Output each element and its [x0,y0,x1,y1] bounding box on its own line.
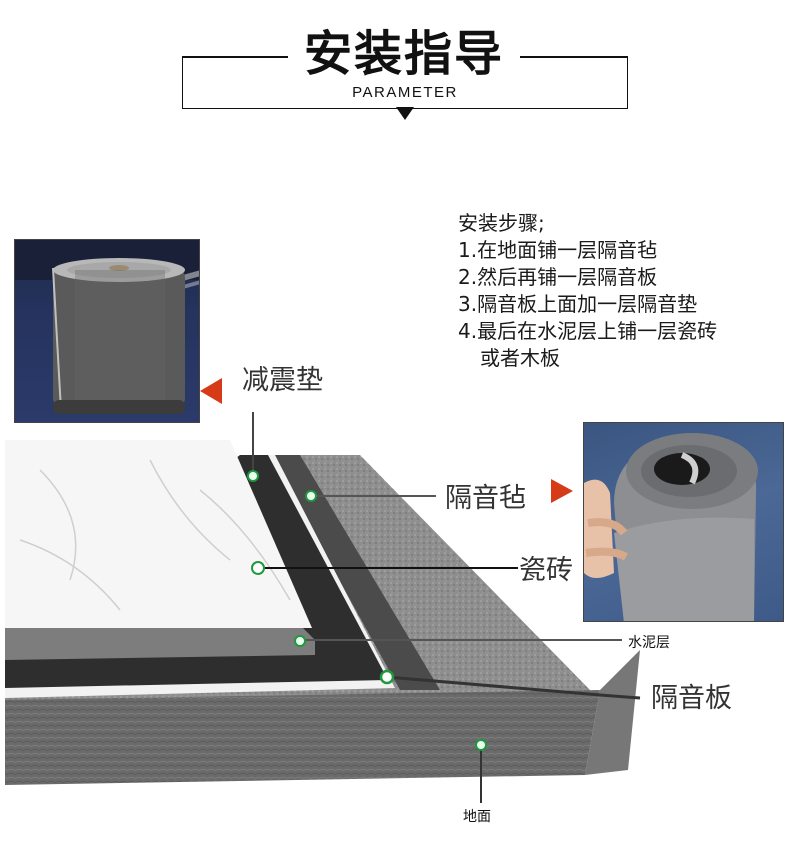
label-tile: 瓷砖 [519,555,573,586]
foam-roll-image [15,240,199,414]
installation-steps: 安装步骤; 1.在地面铺一层隔音毡 2.然后再铺一层隔音板 3.隔音板上面加一层… [458,210,717,372]
step-item: 4.最后在水泥层上铺一层瓷砖 [458,319,718,343]
felt-roll-image [584,433,758,621]
step-item: 3.隔音板上面加一层隔音垫 [458,292,698,316]
label-acoustic-board: 隔音板 [651,683,732,714]
page-title: 安装指导 [303,26,504,82]
marble-tile [5,440,312,628]
steps-heading: 安装步骤; [458,211,545,235]
marker-dot-icon [251,561,265,575]
tile-edge [5,625,315,660]
ground-front-face [5,690,600,785]
step-item: 2.然后再铺一层隔音板 [458,265,658,289]
marker-dot-icon [294,635,306,647]
acoustic-felt-photo [583,422,784,622]
acoustic-felt-layer [270,455,440,690]
page-subtitle: PARAMETER [352,84,458,101]
header-rule-left [182,56,288,58]
label-cement-layer: 水泥层 [628,635,670,651]
pointer-arrow-left-icon [200,378,222,404]
header-down-arrow-icon [396,107,414,120]
marker-dot-icon [379,669,395,685]
marker-dot-icon [475,739,487,751]
label-ground: 地面 [463,809,491,825]
marker-dot-icon [305,490,317,502]
ground-side-face [585,650,640,775]
step-item: 1.在地面铺一层隔音毡 [458,238,658,262]
label-damping-pad: 减震垫 [242,365,323,396]
header-rule-right [520,56,628,58]
leader-acoustic-board [386,675,641,700]
marker-dot-icon [247,470,259,482]
label-acoustic-felt: 隔音毡 [445,483,526,514]
damping-pad-photo [14,239,200,423]
step-item-continuation: 或者木板 [480,346,560,370]
pointer-arrow-right-icon [551,479,573,503]
